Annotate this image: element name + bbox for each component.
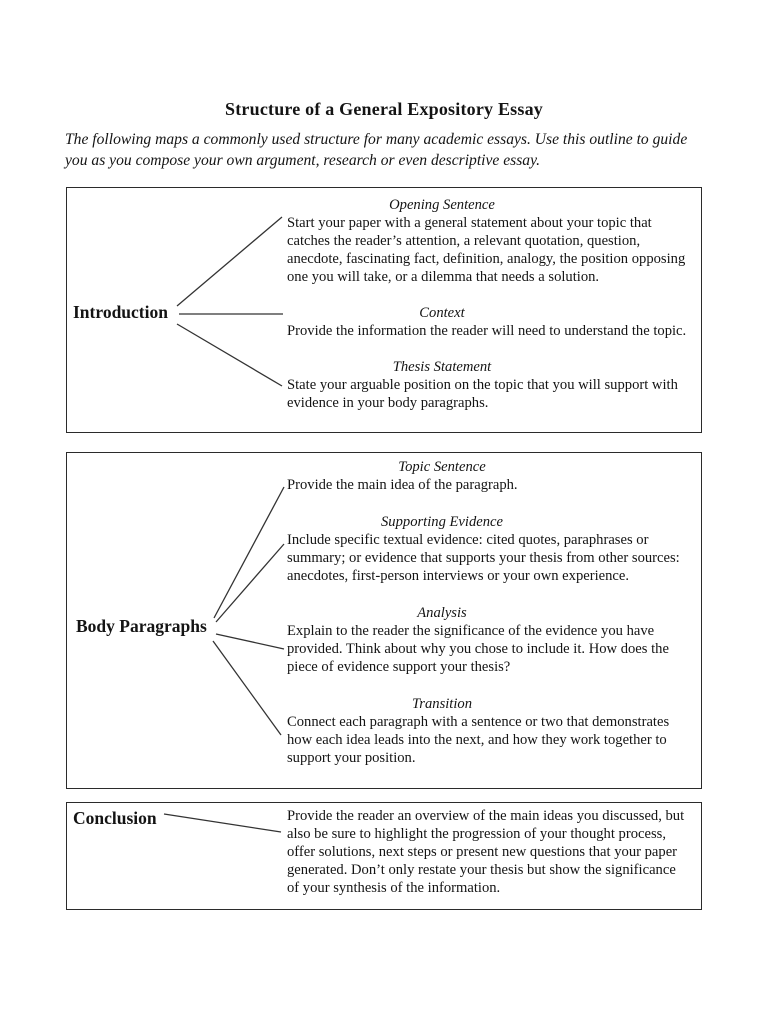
section-label-conclusion: Conclusion — [73, 808, 157, 828]
section-label-introduction: Introduction — [73, 302, 168, 322]
item-heading: Topic Sentence — [398, 459, 486, 475]
section-box-body-paragraphs: Body Paragraphs Topic Sentence Provide t… — [66, 452, 702, 789]
connector-line — [213, 486, 285, 619]
connector-line — [163, 813, 282, 833]
outline-item: Topic Sentence Provide the main idea of … — [287, 458, 689, 494]
body-paragraphs-connector-lines — [212, 486, 285, 736]
item-heading: Transition — [411, 696, 473, 712]
conclusion-content: Provide the reader an overview of the ma… — [287, 803, 689, 897]
item-body: Explain to the reader the significance o… — [287, 623, 669, 675]
connector-line — [212, 640, 282, 736]
section-box-conclusion: Conclusion Provide the reader an overvie… — [66, 802, 702, 910]
section-box-introduction: Introduction Opening Sentence Start your… — [66, 187, 702, 433]
connector-line — [215, 633, 285, 650]
item-body: Connect each paragraph with a sentence o… — [287, 714, 670, 766]
connector-line — [176, 323, 283, 387]
page-title: Structure of a General Expository Essay — [225, 99, 543, 119]
outline-item: Opening Sentence Start your paper with a… — [287, 196, 689, 286]
outline-item: Context Provide the information the read… — [287, 304, 689, 340]
introduction-connector-lines — [176, 216, 283, 387]
intro-paragraph: The following maps a commonly used struc… — [65, 131, 688, 169]
outline-item: Thesis Statement State your arguable pos… — [287, 358, 689, 412]
item-heading: Supporting Evidence — [381, 514, 503, 530]
body-paragraphs-content: Topic Sentence Provide the main idea of … — [287, 453, 689, 767]
outline-item: Provide the reader an overview of the ma… — [287, 807, 689, 897]
connector-line — [176, 216, 283, 307]
item-body: State your arguable position on the topi… — [287, 377, 678, 411]
item-heading: Analysis — [417, 605, 467, 621]
section-label-body-paragraphs: Body Paragraphs — [76, 616, 207, 636]
introduction-content: Opening Sentence Start your paper with a… — [287, 188, 689, 412]
item-body: Provide the information the reader will … — [287, 323, 687, 339]
conclusion-connector-lines — [163, 813, 282, 833]
outline-item: Analysis Explain to the reader the signi… — [287, 604, 689, 676]
connector-line — [215, 543, 285, 623]
item-body: Provide the reader an overview of the ma… — [287, 808, 685, 896]
item-heading: Context — [419, 305, 465, 321]
item-body: Include specific textual evidence: cited… — [287, 532, 680, 584]
outline-item: Transition Connect each paragraph with a… — [287, 695, 689, 767]
item-body: Start your paper with a general statemen… — [287, 215, 686, 285]
item-heading: Opening Sentence — [389, 197, 495, 213]
outline-item: Supporting Evidence Include specific tex… — [287, 513, 689, 585]
item-body: Provide the main idea of the paragraph. — [287, 477, 518, 493]
item-heading: Thesis Statement — [392, 359, 492, 375]
